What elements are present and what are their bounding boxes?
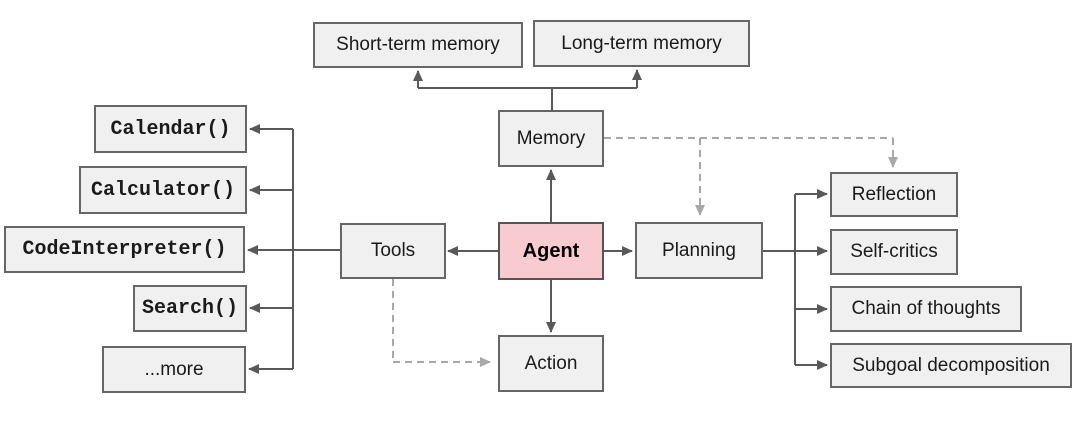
- node-agent: Agent: [498, 222, 604, 280]
- node-calendar: Calendar(): [94, 105, 247, 153]
- node-long-term-memory: Long-term memory: [533, 20, 750, 67]
- node-action: Action: [498, 335, 604, 392]
- tools-tree-arrows: [247, 124, 340, 374]
- node-search: Search(): [133, 285, 247, 332]
- node-code-interpreter: CodeInterpreter(): [4, 226, 245, 273]
- planning-tree-arrows: [763, 189, 828, 370]
- node-calculator: Calculator(): [79, 166, 247, 214]
- node-more: ...more: [102, 346, 246, 393]
- dashed-arrows: [392, 137, 898, 367]
- node-memory: Memory: [498, 110, 604, 167]
- node-planning: Planning: [635, 222, 763, 279]
- node-reflection: Reflection: [830, 172, 958, 217]
- node-subgoal-decomposition: Subgoal decomposition: [830, 343, 1072, 388]
- node-self-critics: Self-critics: [830, 229, 958, 275]
- agent-arrows: [447, 169, 633, 333]
- node-short-term-memory: Short-term memory: [313, 22, 523, 68]
- node-chain-of-thoughts: Chain of thoughts: [830, 286, 1022, 332]
- node-tools: Tools: [340, 223, 446, 279]
- memory-tree-arrows: [413, 69, 642, 110]
